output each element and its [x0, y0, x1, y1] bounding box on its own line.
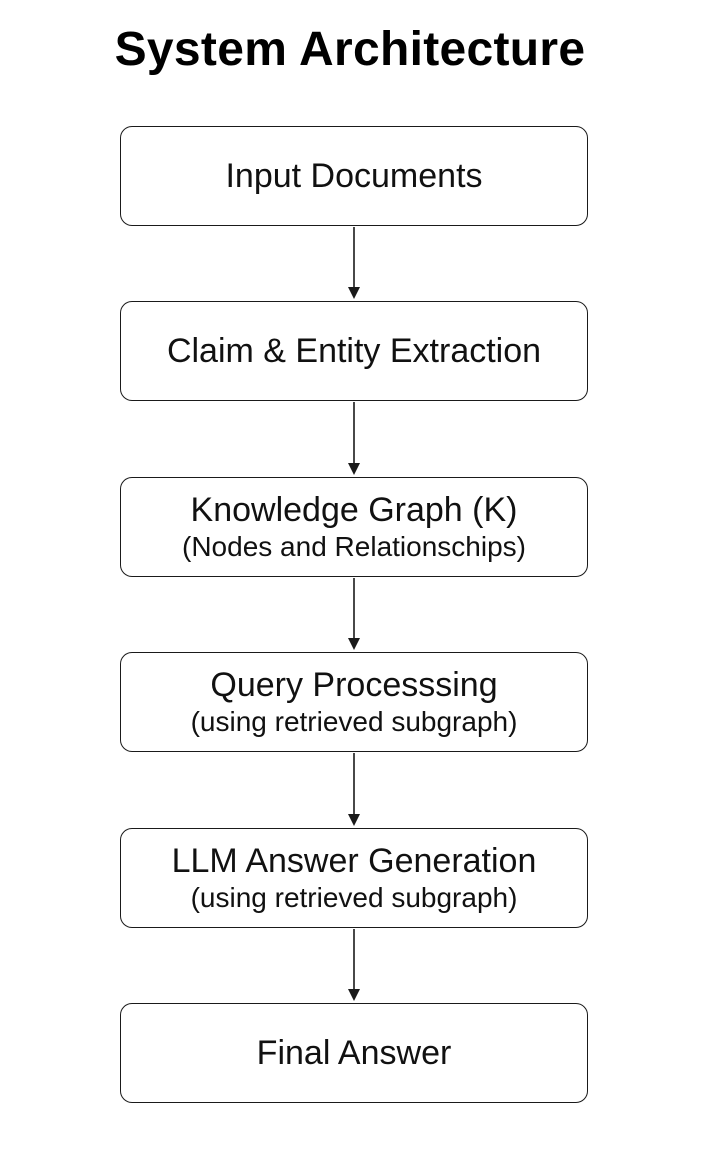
- step-sublabel: (using retrieved subgraph): [190, 882, 518, 913]
- step-knowledge-graph: Knowledge Graph (K) (Nodes and Relations…: [120, 477, 588, 577]
- step-sublabel: (using retrieved subgraph): [190, 706, 518, 737]
- step-llm-answer-generation: LLM Answer Generation (using retrieved s…: [120, 828, 588, 928]
- step-label: LLM Answer Generation: [171, 842, 537, 880]
- diagram-title: System Architecture: [114, 23, 586, 76]
- step-label: Input Documents: [225, 157, 483, 195]
- step-label: Query Processsing: [210, 666, 498, 704]
- step-claim-entity-extraction: Claim & Entity Extraction: [120, 301, 588, 401]
- step-query-processing: Query Processsing (using retrieved subgr…: [120, 652, 588, 752]
- step-label: Final Answer: [256, 1034, 452, 1072]
- step-label: Knowledge Graph (K): [190, 491, 518, 529]
- step-input-documents: Input Documents: [120, 126, 588, 226]
- step-sublabel: (Nodes and Relationschips): [182, 531, 526, 562]
- step-final-answer: Final Answer: [120, 1003, 588, 1103]
- step-label: Claim & Entity Extraction: [166, 332, 542, 370]
